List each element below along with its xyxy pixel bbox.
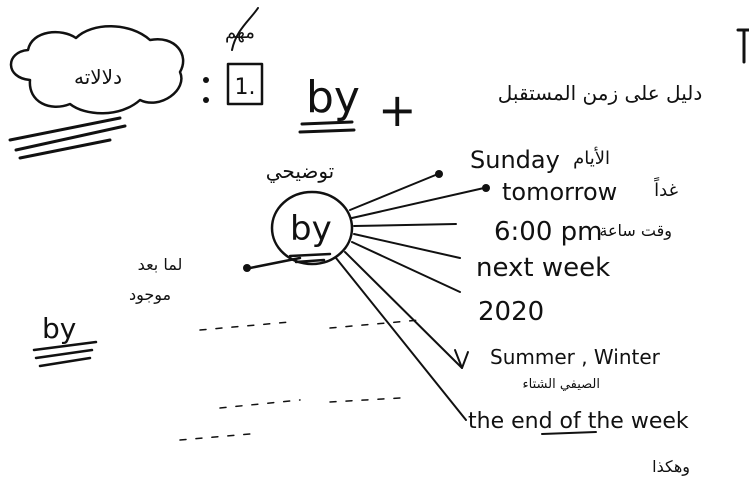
branch-head-1 — [435, 170, 443, 178]
flourish-mark — [231, 7, 259, 51]
plus-sign: + — [378, 83, 417, 137]
center-underline — [288, 252, 332, 264]
cloud-label: دلالاته — [74, 65, 122, 89]
right-phrase: دليل على زمن المستقبل — [498, 81, 702, 105]
branch-2: tomorrow غداً — [502, 177, 678, 206]
cloud-bubble — [9, 25, 185, 115]
branch-8: وهكذا — [652, 457, 690, 477]
left-note-line1: لما بعد — [138, 255, 183, 274]
branch-5-en: 2020 — [478, 297, 544, 327]
branch-4: next week — [476, 253, 610, 283]
branch-4-en: next week — [476, 253, 610, 283]
number-box — [226, 62, 264, 106]
left-note-word: by — [42, 312, 76, 345]
colon-dot-top — [203, 77, 209, 83]
branch-1-ar: الأيام — [573, 147, 610, 169]
branch-5: 2020 — [478, 297, 544, 327]
faint-dashes — [179, 319, 421, 441]
branch-6: Summer , Winter الصيفي الشتاء — [490, 345, 661, 392]
center-title: توضيحي — [266, 159, 335, 184]
center-circle-word: by — [290, 209, 332, 249]
branch-3-ar: وقت ساعة — [599, 221, 672, 241]
branch-head-2 — [482, 184, 490, 192]
branch-7-en: the end of the week — [468, 409, 689, 434]
branch-1: Sunday الأيام — [470, 146, 610, 174]
branch-8-ar: وهكذا — [652, 457, 690, 477]
left-arrow-line — [248, 256, 302, 270]
branch-3-en: 6:00 pm — [494, 217, 602, 247]
number-box-label: 1. — [235, 75, 256, 100]
branch-lines — [335, 173, 485, 421]
branch-2-ar: غداً — [653, 177, 678, 201]
branch-7: the end of the week — [468, 409, 689, 435]
left-note-underline — [32, 340, 98, 368]
colon-dot-bottom — [203, 97, 209, 103]
branch-6-en: Summer , Winter — [490, 345, 661, 369]
branch-3: 6:00 pm وقت ساعة — [494, 217, 672, 247]
keyword-underline — [298, 120, 356, 134]
edge-mark — [736, 28, 749, 64]
keyword-by: by — [306, 72, 360, 123]
branch-6-ar: الصيفي الشتاء — [523, 377, 600, 392]
cloud-underline — [8, 116, 127, 160]
branch-2-en: tomorrow — [502, 178, 617, 206]
left-arrow-head — [243, 264, 251, 272]
branch-6-arrow — [454, 349, 469, 369]
left-note-line2: موجود — [129, 285, 171, 305]
center-circle — [270, 190, 354, 266]
branch-1-en: Sunday — [470, 146, 560, 174]
branch-7-underline — [541, 431, 597, 435]
